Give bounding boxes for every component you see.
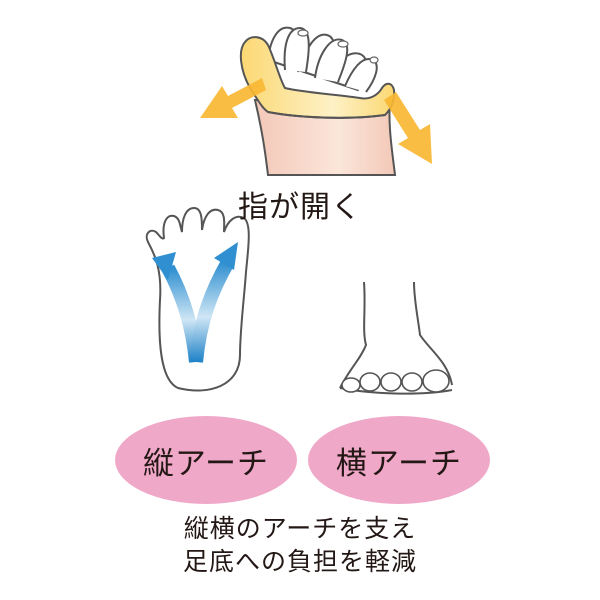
transverse-arch-label: 横アーチ	[308, 416, 490, 504]
arrow-up-right-icon	[214, 242, 238, 270]
toes-spreading-illustration	[200, 26, 432, 176]
arrow-left-icon	[200, 78, 266, 118]
bottom-caption-line-2: 足底への負担を軽減	[182, 547, 417, 576]
bottom-caption-line-1: 縦横のアーチを支え	[183, 514, 417, 543]
arrow-right-icon	[384, 92, 432, 164]
front-foot-transverse-arch-illustration	[339, 281, 453, 395]
longitudinal-arch-label: 縦アーチ	[115, 416, 297, 504]
transverse-arch-text: 横アーチ	[335, 445, 463, 482]
toes-spread-caption: 指が開く	[238, 190, 362, 225]
arrow-up-left-icon	[152, 252, 176, 280]
sole-longitudinal-arch-illustration	[145, 206, 250, 392]
longitudinal-arch-text: 縦アーチ	[142, 445, 270, 482]
